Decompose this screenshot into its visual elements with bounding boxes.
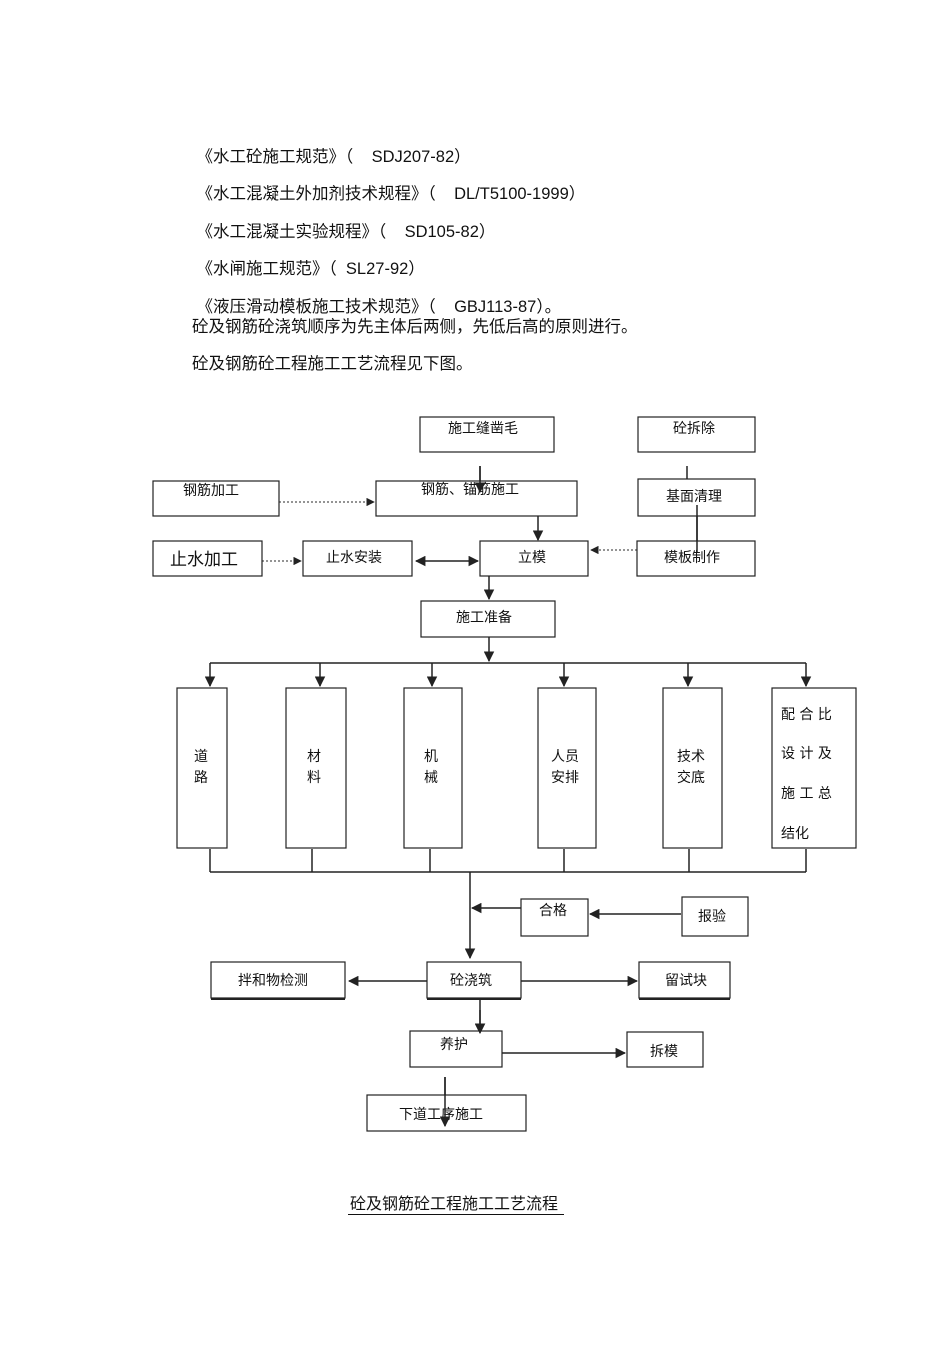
box-seam-chiseling: 施工缝凿毛	[419, 416, 555, 453]
box-material: 材 料	[285, 687, 347, 849]
reference-title: 《水工混凝土外加剂技术规程》	[196, 184, 428, 203]
paragraph-pouring-order: 砼及钢筋砼浇筑顺序为先主体后两侧，先低后高的原则进行。	[192, 317, 638, 336]
box-rebar-processing: 钢筋加工	[152, 480, 280, 517]
box-mix-design: 配 合 比 设 计 及 施 工 总 结化	[771, 687, 857, 849]
box-label: 养护	[440, 1037, 468, 1053]
box-mixture-testing: 拌和物检测	[210, 961, 346, 1000]
box-label-line-1: 材	[307, 749, 321, 765]
reference-title: 《水工混凝土实验规程》	[196, 222, 379, 241]
reference-1: 《水工砼施工规范》（ SDJ207-82）	[186, 124, 471, 167]
box-label: 止水加工	[170, 550, 238, 570]
box-formwork-making: 模板制作	[636, 540, 756, 577]
reference-4: 《水闸施工规范》（ SL27-92）	[186, 236, 425, 279]
figure-caption: 砼及钢筋砼工程施工工艺流程	[348, 1190, 565, 1215]
box-label-line-2: 路	[194, 770, 208, 786]
box-label: 拌和物检测	[238, 973, 308, 989]
box-waterstop-install: 止水安装	[302, 540, 413, 577]
box-label: 立模	[518, 550, 546, 566]
box-label: 拆模	[650, 1044, 678, 1060]
box-label-line-1: 技术	[677, 749, 705, 765]
reference-title: 《水工砼施工规范》	[196, 147, 346, 166]
box-label-line-1: 道	[194, 749, 208, 765]
box-tech-briefing: 技术 交底	[662, 687, 723, 849]
box-test-block: 留试块	[638, 961, 731, 1000]
box-label-line-1: 配 合 比	[781, 707, 832, 723]
reference-3: 《水工混凝土实验规程》（ SD105-82）	[186, 199, 496, 242]
reference-code: （ DL/T5100-1999）	[427, 185, 586, 203]
box-label: 砼浇筑	[450, 973, 492, 989]
box-label-line-1: 机	[424, 749, 438, 765]
reference-code: （ GBJ113-87）。	[427, 298, 562, 316]
box-rebar-anchor-work: 钢筋、锚筋施工	[375, 480, 578, 517]
box-label-line-2: 设 计 及	[781, 746, 832, 762]
box-construction-prep: 施工准备	[420, 600, 556, 638]
box-label-line-2: 安排	[551, 770, 579, 786]
box-next-process: 下道工序施工	[366, 1094, 527, 1132]
box-formwork-erect: 立模	[479, 540, 589, 577]
box-concrete-removal: 砼拆除	[637, 416, 756, 453]
box-label: 止水安装	[326, 550, 382, 566]
box-label-line-3: 施 工 总	[781, 786, 832, 802]
box-form-removal: 拆模	[626, 1031, 704, 1068]
box-label: 砼拆除	[673, 421, 715, 437]
reference-2: 《水工混凝土外加剂技术规程》（ DL/T5100-1999）	[186, 161, 586, 204]
reference-5: 《液压滑动模板施工技术规范》（ GBJ113-87）。	[186, 274, 562, 317]
box-label: 报验	[698, 909, 726, 925]
box-label: 钢筋加工	[183, 482, 239, 499]
paragraph-flow-intro: 砼及钢筋砼工程施工工艺流程见下图。	[192, 354, 473, 373]
box-label-line-2: 交底	[677, 769, 705, 786]
box-inspection-report: 报验	[681, 896, 749, 937]
reference-title: 《液压滑动模板施工技术规范》	[196, 297, 428, 316]
box-curing: 养护	[409, 1030, 503, 1068]
reference-title: 《水闸施工规范》	[196, 259, 329, 278]
box-label-line-1: 人员	[551, 749, 579, 765]
box-personnel: 人员 安排	[537, 687, 597, 849]
box-label-line-2: 料	[307, 770, 321, 786]
box-waterstop-processing: 止水加工	[152, 540, 263, 577]
box-label: 模板制作	[664, 550, 720, 566]
box-label: 施工缝凿毛	[448, 421, 518, 437]
box-machinery: 机 械	[403, 687, 463, 849]
reference-code: （ SD105-82）	[378, 223, 496, 241]
box-label: 施工准备	[456, 609, 512, 626]
box-concrete-pouring: 砼浇筑	[426, 961, 522, 1000]
box-label: 下道工序施工	[399, 1107, 483, 1123]
box-label-line-4: 结化	[781, 826, 809, 842]
box-label-line-2: 械	[424, 770, 438, 786]
reference-code: （ SDJ207-82）	[345, 148, 471, 166]
box-road: 道 路	[176, 687, 228, 849]
reference-code: （ SL27-92）	[328, 260, 425, 278]
box-label: 钢筋、锚筋施工	[421, 481, 519, 498]
box-label: 基面清理	[666, 488, 722, 505]
box-label: 留试块	[665, 973, 707, 989]
box-qualified: 合格	[520, 898, 589, 937]
box-label: 合格	[539, 903, 567, 919]
